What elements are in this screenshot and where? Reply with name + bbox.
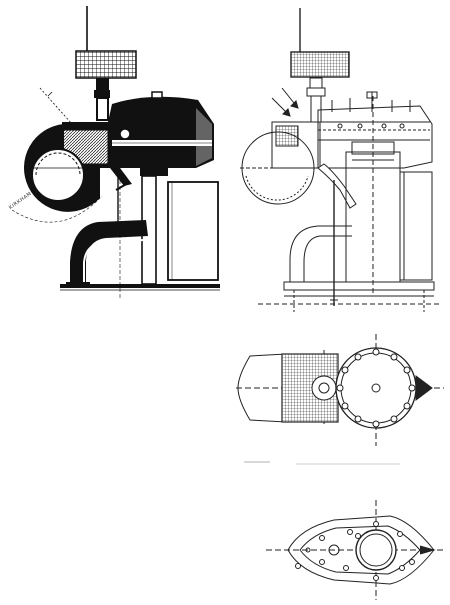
engine-base-plate xyxy=(266,500,446,600)
engine-section-silhouette xyxy=(11,6,220,300)
faded-annotation xyxy=(244,461,400,465)
engine-plan-top xyxy=(236,334,444,446)
engine-section-outline xyxy=(240,8,440,312)
